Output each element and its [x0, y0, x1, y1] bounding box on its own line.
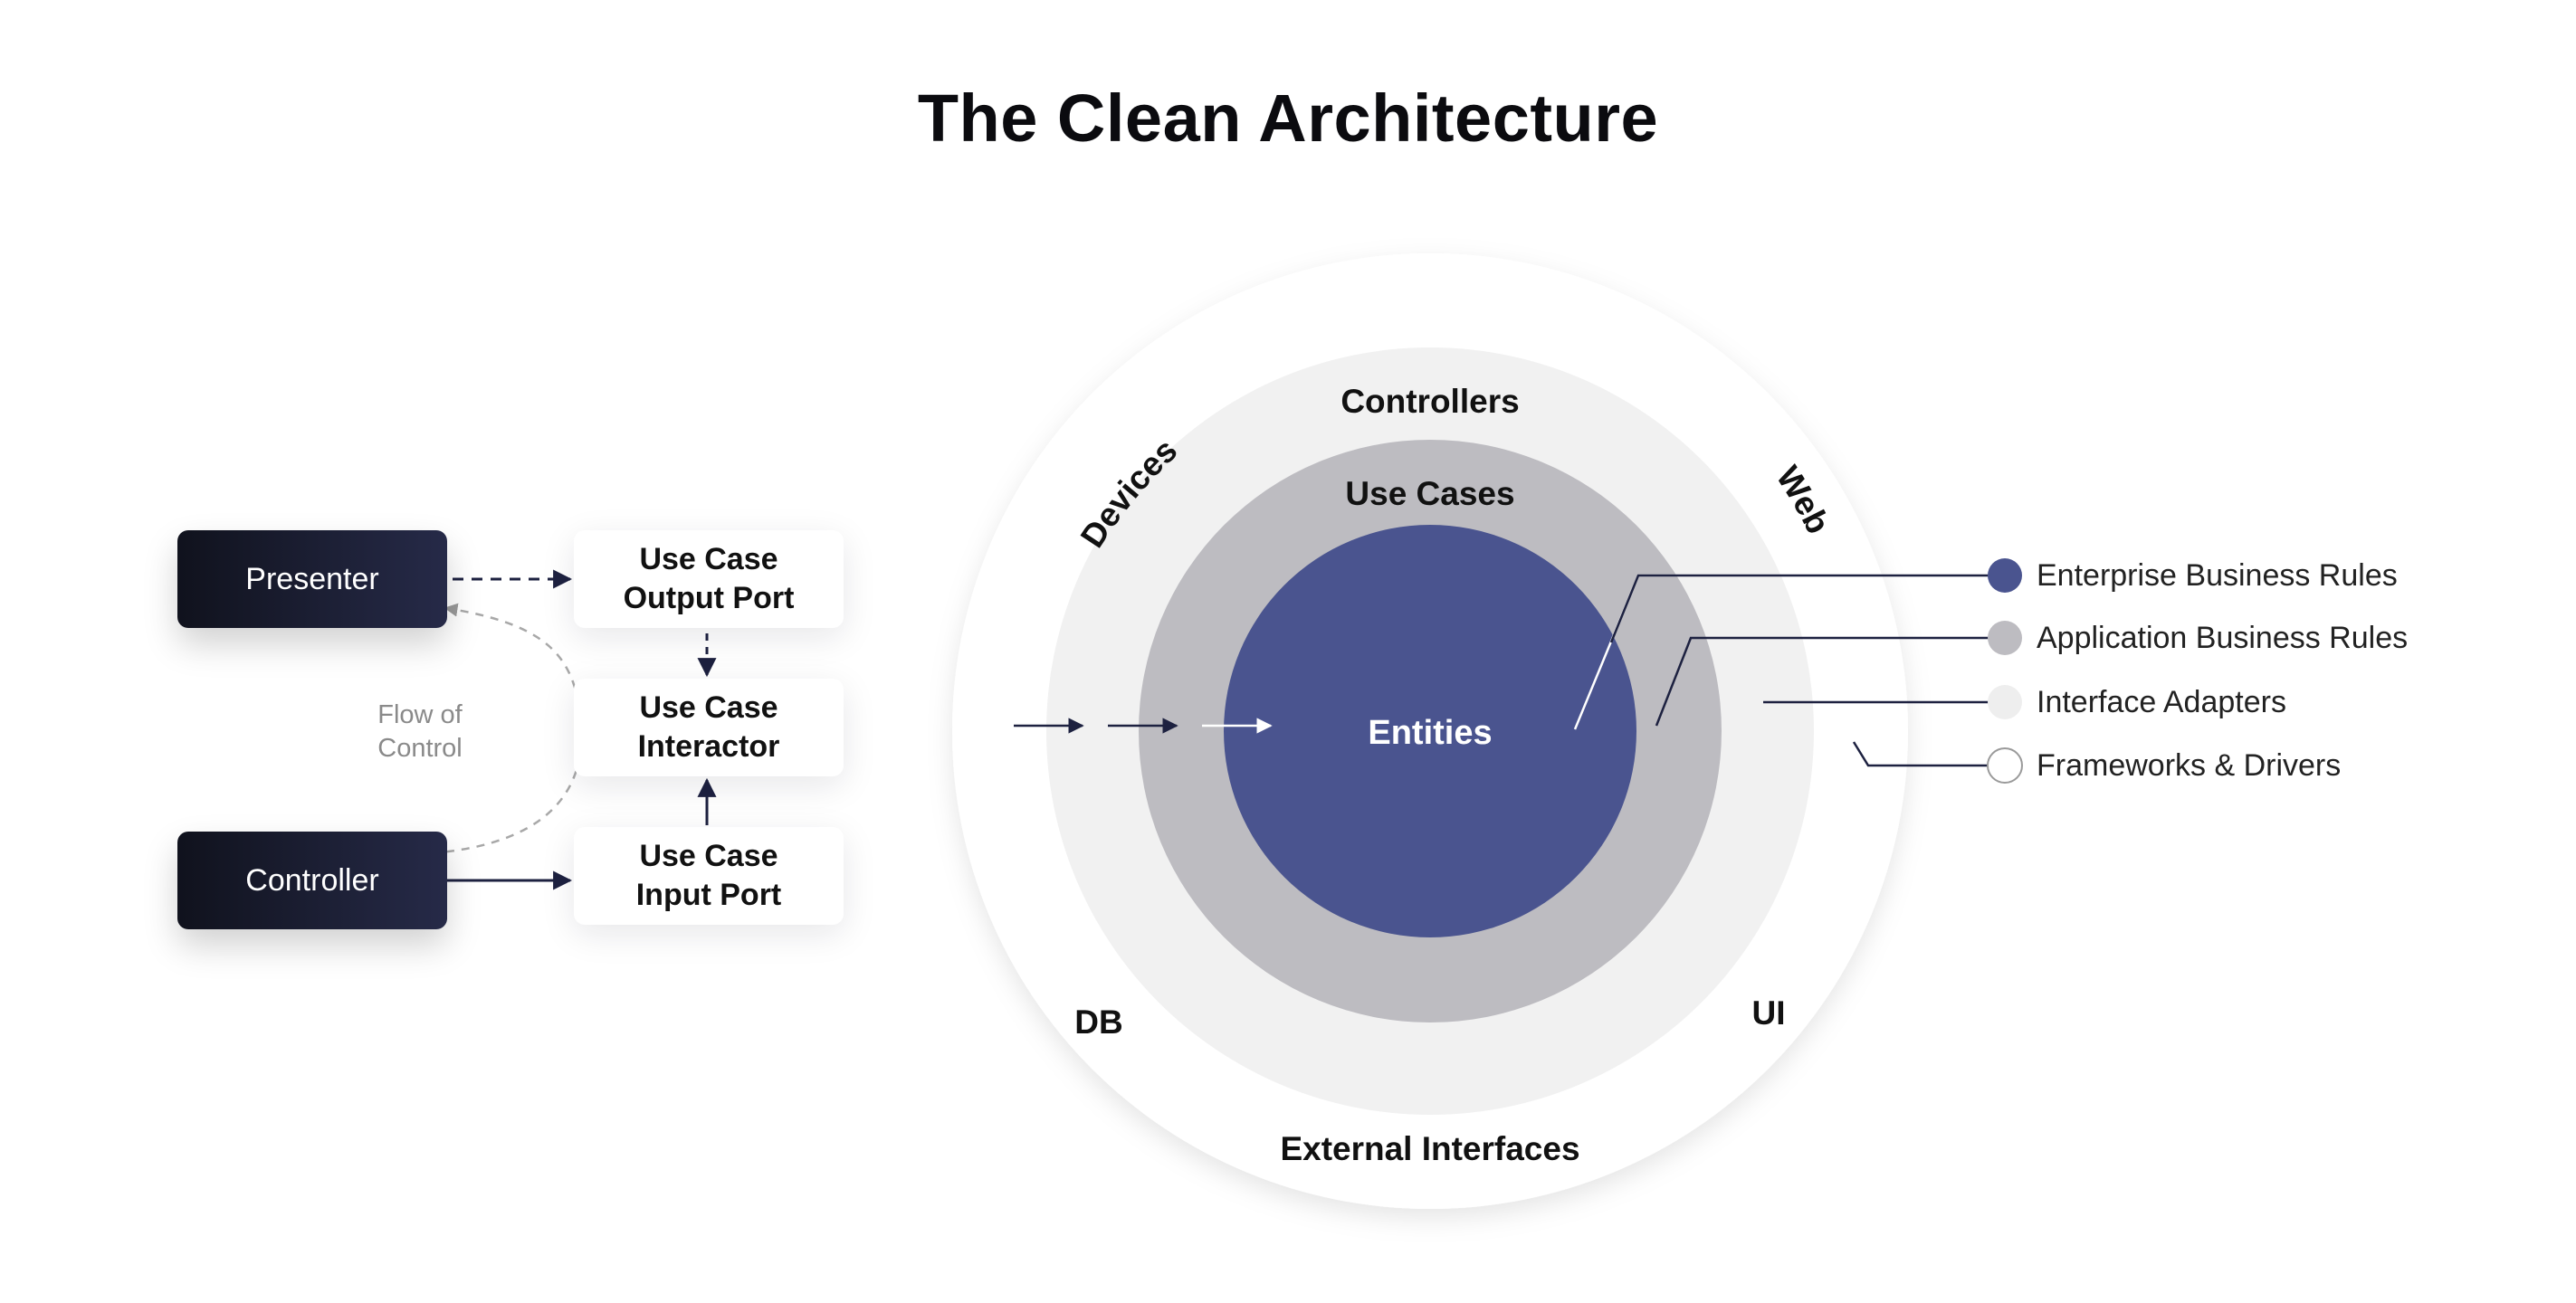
ring-label-ui: UI — [1752, 994, 1786, 1032]
ring-label-entities: Entities — [1368, 714, 1492, 752]
legend-label-interface: Interface Adapters — [2037, 685, 2286, 719]
leader-line-frameworks — [1852, 741, 1995, 767]
interactor-line-2: Interactor — [637, 729, 780, 764]
legend-dot-enterprise — [1988, 558, 2022, 593]
legend-dot-frameworks — [1987, 747, 2023, 784]
flow-of-control-label: Flow of Control — [366, 699, 474, 766]
input-port-line-2: Input Port — [635, 878, 782, 912]
flow-label-line-2: Control — [377, 734, 463, 763]
entities-core — [1224, 525, 1636, 937]
presenter-box: Presenter — [177, 530, 447, 628]
output-port-line-1: Use Case — [639, 542, 778, 576]
page-title: The Clean Architecture — [917, 81, 1659, 156]
controller-box: Controller — [177, 832, 447, 929]
legend-dot-application — [1988, 621, 2022, 655]
presenter-label: Presenter — [245, 561, 379, 596]
controller-label: Controller — [245, 862, 379, 898]
use-case-output-port-box: Use Case Output Port — [574, 530, 844, 628]
legend-label-application: Application Business Rules — [2037, 621, 2409, 655]
input-port-line-1: Use Case — [639, 839, 778, 873]
use-case-input-port-box: Use Case Input Port — [574, 827, 844, 925]
legend-dot-interface — [1988, 685, 2022, 719]
ring-label-db: DB — [1074, 1003, 1122, 1041]
use-case-interactor-box: Use Case Interactor — [574, 679, 844, 776]
interactor-line-1: Use Case — [639, 690, 778, 725]
legend-label-enterprise: Enterprise Business Rules — [2037, 558, 2398, 593]
legend-label-frameworks: Frameworks & Drivers — [2037, 748, 2342, 783]
output-port-line-2: Output Port — [623, 581, 795, 615]
ring-label-controllers: Controllers — [1340, 383, 1519, 420]
leader-line-enterprise-dark — [1609, 574, 1995, 643]
ring-label-external-interfaces: External Interfaces — [1280, 1130, 1579, 1167]
leader-line-application — [1655, 636, 1995, 727]
ring-label-use-cases: Use Cases — [1345, 475, 1514, 512]
flow-label-line-1: Flow of — [377, 700, 463, 729]
